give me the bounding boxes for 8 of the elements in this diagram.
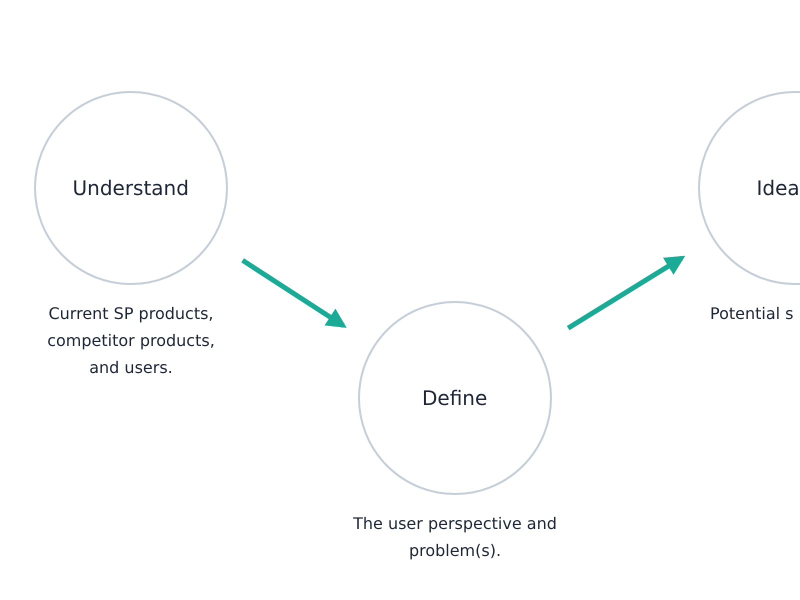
- node-label: The user perspective and problem(s).: [352, 513, 558, 562]
- node-label: Define: [422, 388, 488, 408]
- node-label: Idea: [756, 178, 800, 198]
- node-label: Understand: [72, 178, 189, 198]
- node-label: Current SP products, competitor products, and users.: [46, 303, 216, 379]
- node-label: Potential s: [710, 303, 795, 325]
- arrow: [241, 258, 347, 328]
- arrow: [566, 256, 686, 330]
